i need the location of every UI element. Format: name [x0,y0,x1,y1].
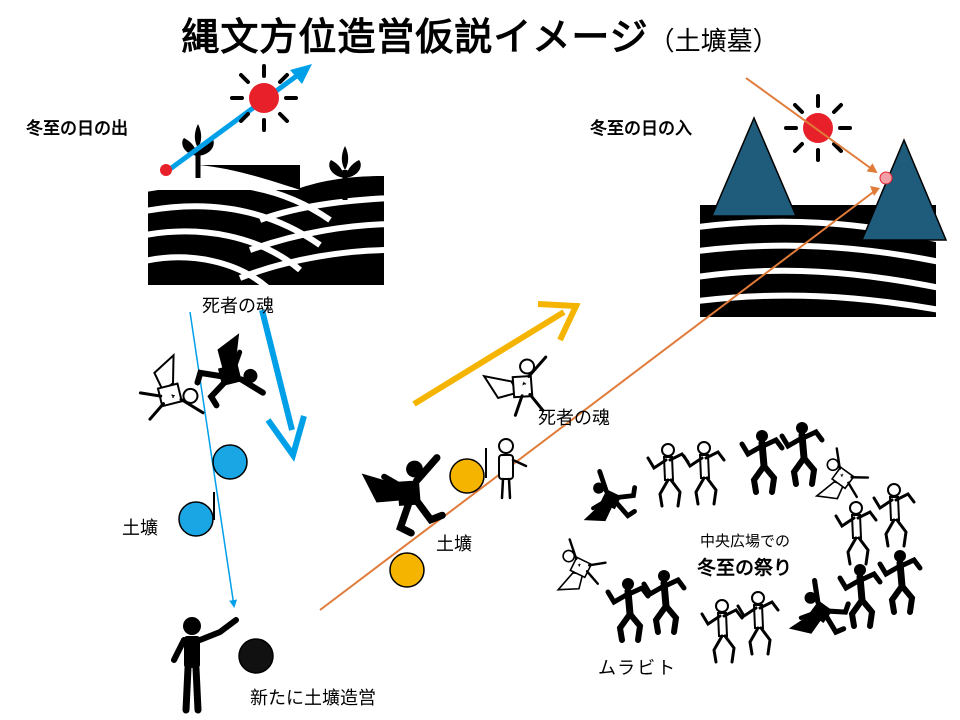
thin-blue-arrow [189,311,238,608]
label-soul-left: 死者の魂 [202,296,274,317]
page-title: 縄文方位造営仮説イメージ（土壙墓） [0,6,960,61]
dancer-icon-12 [644,570,684,632]
superhero-icon-ring-3 [550,537,610,603]
sunrise-arrow-head [290,64,312,84]
sunset-point [879,171,893,185]
dancer-icon-7 [840,564,880,626]
superhero-icon-soul-left-1 [130,350,206,432]
superhero-icon-ring-2 [787,580,858,652]
thick-blue-arrow-head [265,415,307,462]
label-new-pit: 新たに土壙造営 [250,688,376,709]
soul-direction-arrow [412,309,566,407]
dancer-icon-8 [880,550,920,612]
superhero-icon-ring-1 [809,446,874,515]
person-icon-mourner [498,438,528,500]
label-festival-line1: 中央広場での [700,532,791,550]
pit-circle-yellow-2 [389,552,425,588]
sunrise-point [160,164,172,176]
pit-circle-blue-2 [178,501,214,537]
sunset-incoming-arrow [745,77,878,174]
pit-circle-blue-1 [212,444,248,480]
dancer-icon-2 [682,440,726,506]
dancer-icon-10 [736,590,780,656]
pit-circle-yellow-1 [449,458,485,494]
tree-icon-2 [860,138,948,241]
dancer-icon-6 [872,482,916,548]
thick-blue-arrow [259,309,295,431]
superhero-icon-soul-left-2 [187,332,264,412]
pit-circle-new [238,638,274,674]
tree-icon-1 [710,116,798,217]
dancer-icon-1 [646,442,690,508]
sunset-alignment-arrow-head [870,186,880,196]
dancer-icon-11 [608,578,648,640]
label-pit-left: 土壙 [122,518,158,539]
dancer-icon-9 [700,598,744,664]
person-icon-builder [171,617,239,714]
label-village: ムラビト [598,658,678,679]
title-main: 縄文方位造営仮説イメージ [181,15,649,59]
label-soul-mid: 死者の魂 [538,408,610,429]
label-festival-line2: 冬至の祭り [697,557,793,579]
dancer-icon-5 [834,500,878,566]
label-sunrise: 冬至の日の出 [26,119,128,139]
label-sunset: 冬至の日の入 [590,119,692,139]
title-sub: （土壙墓） [648,27,779,57]
sun-icon-sunrise [230,64,298,132]
sunset-alignment-line [319,189,877,611]
dancer-icon-3 [742,430,782,492]
sunrise-direction-arrow [164,69,304,175]
superhero-icon-mid [361,457,449,540]
dancer-icon-4 [782,422,822,484]
sun-icon-sunset [784,94,852,162]
superhero-icon-ring-4 [581,471,643,535]
soul-direction-arrow-head [537,301,581,342]
label-pit-mid: 土壙 [436,534,472,555]
hill-icon-left [148,165,384,285]
